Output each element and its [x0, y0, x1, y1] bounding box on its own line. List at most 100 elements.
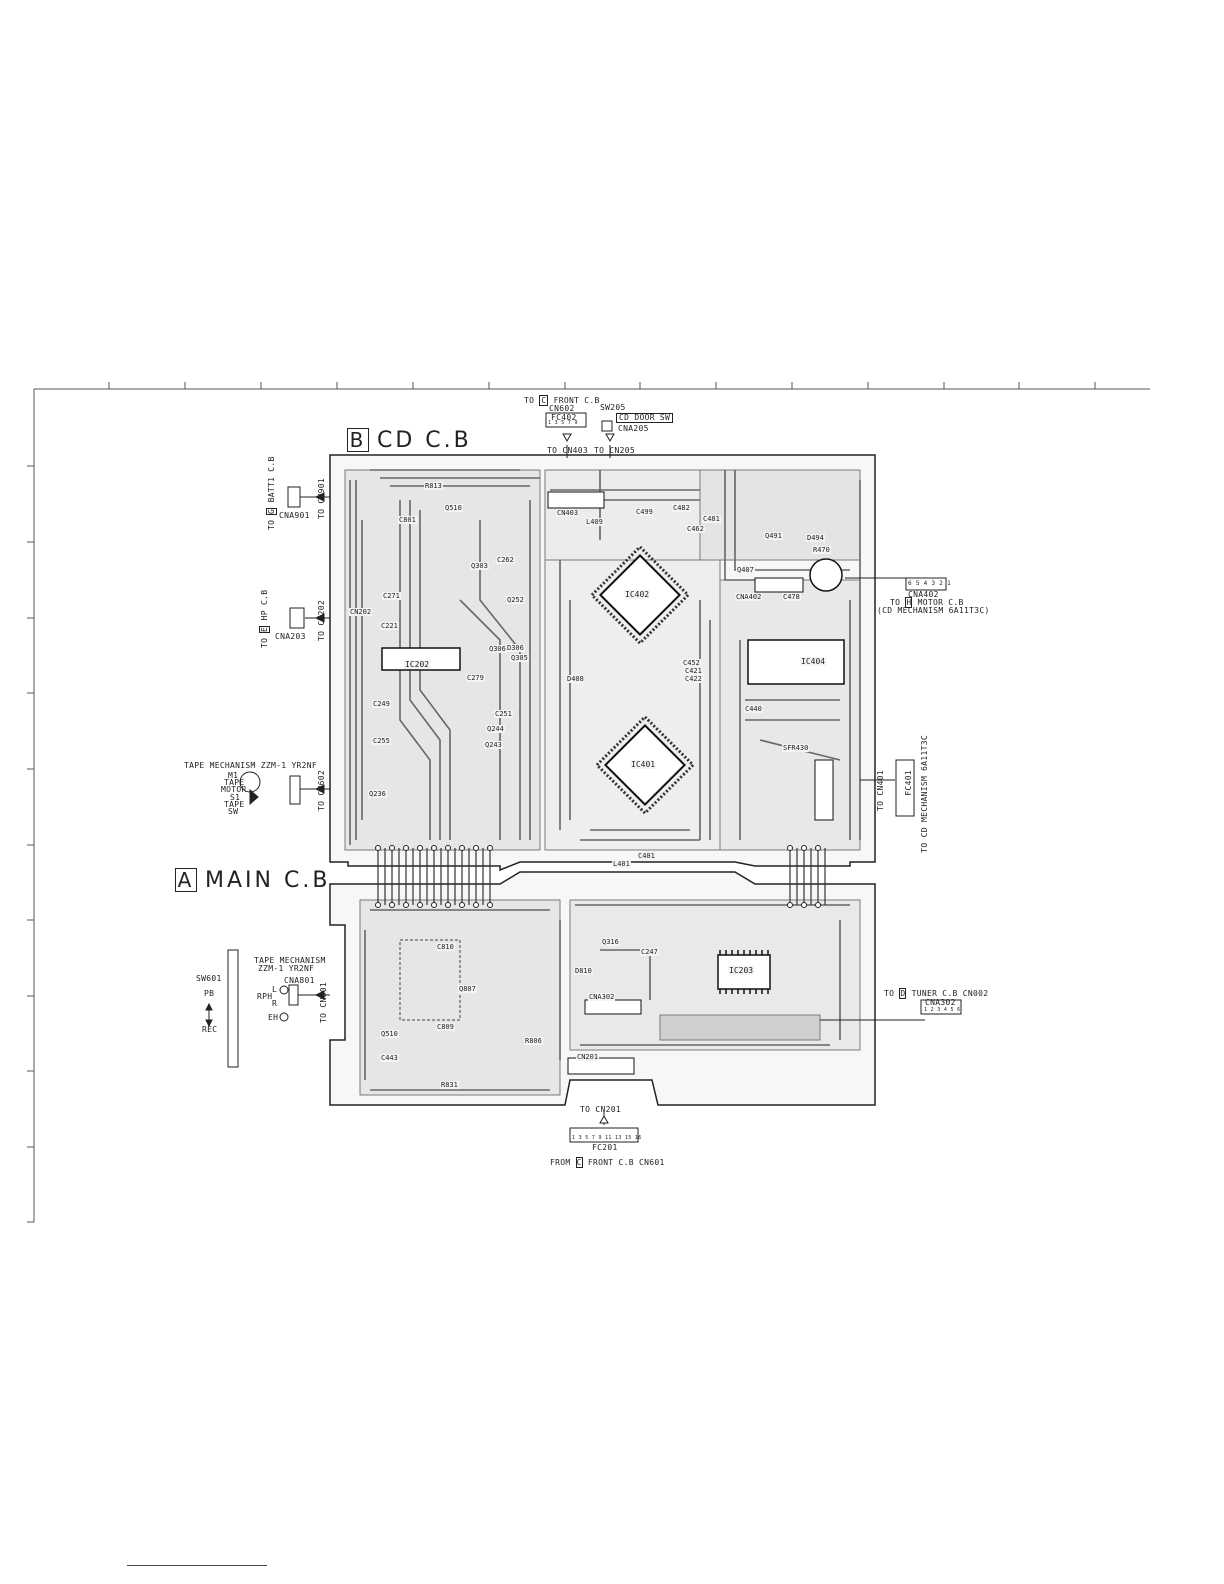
arrows	[205, 433, 615, 1124]
board-jumpers	[377, 848, 826, 905]
batt-cn: CNA901	[279, 511, 310, 520]
tape-top-s1: S1	[230, 793, 241, 802]
motor-hole	[809, 558, 843, 592]
comp-label: C481	[702, 515, 721, 523]
tape-top-tape2: TAPE	[224, 800, 245, 809]
comp-label: C482	[672, 504, 691, 512]
hp-label: TO E HP C.B	[259, 589, 270, 648]
top-front-label: TO C FRONT C.B	[524, 395, 600, 406]
main-board-title: A MAIN C.B	[175, 868, 330, 893]
bottom-to: TO CN201	[580, 1105, 621, 1114]
comp-label: Q244	[486, 725, 505, 733]
comp-label: CN202	[349, 608, 373, 616]
cn201-header	[567, 1057, 635, 1075]
comp-label: R831	[440, 1081, 459, 1089]
tape-main-r: R	[272, 999, 278, 1008]
ic402-label: IC402	[624, 590, 651, 599]
comp-label: C262	[496, 556, 515, 564]
ic202-label: IC202	[404, 660, 431, 669]
comp-label: L401	[612, 860, 631, 868]
comp-label: Q243	[484, 741, 503, 749]
tape-top-sw: SW	[228, 807, 239, 816]
tape-main-to: TO CN801	[319, 982, 328, 1023]
sw601-rec: REC	[202, 1025, 218, 1034]
ic401-label: IC401	[630, 760, 657, 769]
comp-label: C478	[782, 593, 801, 601]
comp-label: SFR430	[782, 744, 810, 752]
comp-label: C221	[380, 622, 399, 630]
motor-cn: CNA402	[908, 590, 939, 599]
footer-link-underline[interactable]	[127, 1565, 267, 1566]
comp-label: D306	[506, 644, 525, 652]
comp-label: C279	[466, 674, 485, 682]
jumper-pads	[375, 845, 821, 908]
top-front-pins: 1 3 5 7 9	[548, 420, 578, 426]
tuner-label: TO D TUNER C.B CN002	[884, 988, 989, 999]
comp-label: Q236	[368, 790, 387, 798]
comp-label: Q306	[488, 645, 507, 653]
comp-label: Q807	[458, 985, 477, 993]
sw205-bottom: TO CN205	[594, 446, 635, 455]
comp-label: R470	[812, 546, 831, 554]
comp-label: L409	[585, 518, 604, 526]
hp-to: TO CN202	[317, 600, 326, 641]
comp-label: R806	[524, 1037, 543, 1045]
ic404-label: IC404	[800, 657, 827, 666]
hp-cn: CNA203	[275, 632, 306, 641]
comp-label: C809	[436, 1023, 455, 1031]
sw205-box: CD DOOR SW	[616, 413, 674, 423]
cd-mech-label: TO CD MECHANISM 6A11T3C	[920, 735, 929, 853]
comp-label: C499	[635, 508, 654, 516]
comp-label: C247	[640, 948, 659, 956]
main-board-letter: A	[175, 868, 197, 892]
comp-label: Q303	[470, 562, 489, 570]
ic203-pins	[719, 950, 769, 994]
ruler-top	[34, 382, 1150, 390]
comp-label: C452	[682, 659, 701, 667]
motor-mech: (CD MECHANISM 6A11T3C)	[877, 606, 990, 615]
main-board-name: MAIN C.B	[205, 868, 331, 893]
comp-label: D408	[566, 675, 585, 683]
tape-top-to: TO CN602	[317, 770, 326, 811]
comp-label: C271	[382, 592, 401, 600]
sw601-pb: PB	[204, 989, 215, 998]
sw601-label: SW601	[196, 974, 222, 983]
comp-label: C251	[494, 710, 513, 718]
tape-main-cn: CNA801	[284, 976, 315, 985]
cd-mech-fc: FC401	[904, 770, 913, 796]
motor-label: TO H MOTOR C.B	[890, 597, 964, 608]
batt-label: TO G BATT1 C.B	[266, 456, 277, 530]
motor-pins: 6 5 4 3 2 1	[908, 580, 952, 587]
comp-label: C249	[372, 700, 391, 708]
bottom-fc: FC201	[592, 1143, 618, 1152]
comp-label: Q510	[444, 504, 463, 512]
comp-label: CNA402	[735, 593, 763, 601]
comp-label: D494	[806, 534, 825, 542]
cn403-header	[547, 491, 605, 509]
tape-main-l: L	[272, 985, 278, 994]
tape-main-rph: RPH	[257, 992, 273, 1001]
cd-board-name: CD C.B	[377, 428, 472, 453]
tape-top-m1: M1	[228, 771, 239, 780]
comp-label: CN201	[576, 1053, 600, 1061]
tape-top-tape: TAPE	[224, 778, 245, 787]
batt-to: TO CN901	[317, 478, 326, 519]
comp-label: C801	[398, 516, 417, 524]
comp-label: C462	[686, 525, 705, 533]
top-front-bottom: TO CN403	[547, 446, 588, 455]
cd-mech-to: TO CN401	[876, 770, 885, 811]
comp-label: R813	[424, 482, 443, 490]
comp-label: Q305	[510, 654, 529, 662]
comp-label: Q491	[764, 532, 783, 540]
tape-top-motor: MOTOR	[221, 785, 247, 794]
sw205-cn: CNA205	[618, 424, 649, 433]
comp-label: C421	[684, 667, 703, 675]
bottom-from: FROM C FRONT C.B CN601	[550, 1157, 665, 1168]
ic202-chip	[381, 647, 461, 671]
cn402-header	[754, 577, 804, 593]
ruler-left	[27, 389, 35, 1223]
external-symbols	[227, 412, 962, 1143]
tape-main-title: TAPE MECHANISM	[254, 956, 326, 965]
